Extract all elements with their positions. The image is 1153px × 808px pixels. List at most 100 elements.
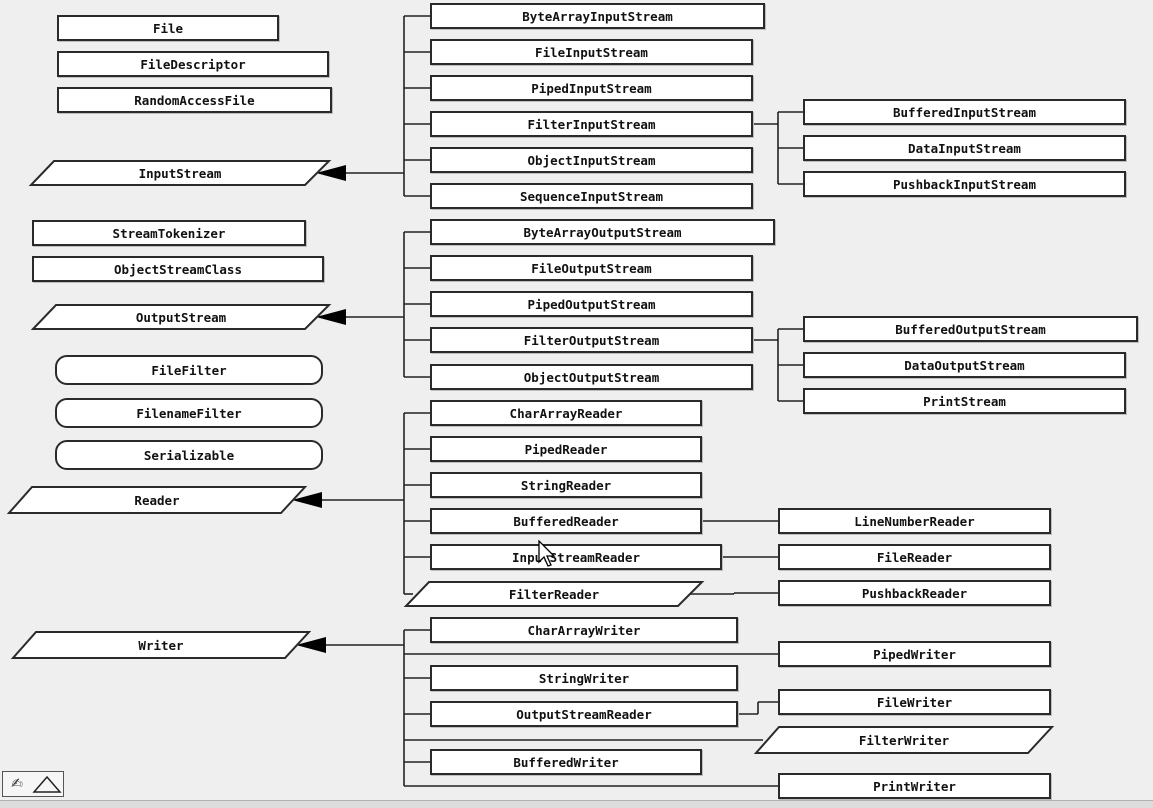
class-object-output-stream[interactable]: ObjectOutputStream [430,364,753,390]
inheritance-arrowhead [296,637,326,653]
class-name-label: ObjectStreamClass [114,261,242,277]
class-byte-array-input-stream[interactable]: ByteArrayInputStream [430,3,765,29]
class-name-label: ByteArrayInputStream [522,8,673,24]
class-data-output-stream[interactable]: DataOutputStream [803,352,1126,378]
class-pushback-reader[interactable]: PushbackReader [778,580,1051,606]
class-name-label: BufferedReader [513,513,619,529]
class-name-label: InputStreamReader [512,549,640,565]
class-name-label: ObjectOutputStream [523,369,660,385]
class-file-reader[interactable]: FileReader [778,544,1051,570]
class-char-array-writer[interactable]: CharArrayWriter [430,617,738,643]
mouse-pointer-icon [538,540,556,567]
class-name-label: OutputStreamReader [516,706,652,722]
class-name-label: StringWriter [538,670,630,686]
class-name-label: PipedInputStream [531,80,652,96]
class-object-input-stream[interactable]: ObjectInputStream [430,147,753,173]
class-data-input-stream[interactable]: DataInputStream [803,135,1126,161]
class-name-label: FilenameFilter [136,405,242,421]
class-name-label: FileWriter [876,694,953,710]
class-name-label: PushbackReader [861,585,968,601]
interface-serializable[interactable]: Serializable [55,440,323,470]
class-name-label: FileInputStream [535,44,648,60]
class-string-reader[interactable]: StringReader [430,472,702,498]
class-buffered-output-stream[interactable]: BufferedOutputStream [803,316,1138,342]
class-name-label: BufferedInputStream [893,104,1036,120]
class-name-label: DataOutputStream [904,357,1025,373]
class-file[interactable]: File [57,15,279,41]
class-random-access-file[interactable]: RandomAccessFile [57,87,332,113]
class-name-label: LineNumberReader [854,513,975,529]
class-piped-reader[interactable]: PipedReader [430,436,702,462]
parallelogram-shape [6,486,308,514]
class-buffered-writer[interactable]: BufferedWriter [430,749,702,775]
class-name-label: CharArrayWriter [527,622,641,638]
class-name-label: FileFilter [151,362,227,378]
parallelogram-shape [30,304,332,330]
class-filter-output-stream[interactable]: FilterOutputStream [430,327,753,353]
class-name-label: PushbackInputStream [893,176,1036,192]
class-name-label: FileReader [876,549,953,565]
class-buffered-input-stream[interactable]: BufferedInputStream [803,99,1126,125]
inheritance-arrowhead [316,165,346,181]
class-name-label: FilterOutputStream [523,332,660,348]
class-input-stream-reader[interactable]: InputStreamReader [430,544,722,570]
class-name-label: DataInputStream [908,140,1021,156]
class-file-descriptor[interactable]: FileDescriptor [57,51,329,77]
class-name-label: CharArrayReader [509,405,623,421]
class-name-label: FilterInputStream [527,116,656,132]
class-name-label: StringReader [520,477,612,493]
parallelogram-shape [28,160,332,186]
class-object-stream-class[interactable]: ObjectStreamClass [32,256,324,282]
class-file-output-stream[interactable]: FileOutputStream [430,255,753,281]
inheritance-arrowhead [316,309,346,325]
class-file-input-stream[interactable]: FileInputStream [430,39,753,65]
class-filter-writer[interactable]: FilterWriter [753,726,1055,754]
class-name-label: PrintWriter [873,778,956,794]
class-output-stream[interactable]: OutputStream [30,304,332,330]
class-stream-tokenizer[interactable]: StreamTokenizer [32,220,306,246]
class-line-number-reader[interactable]: LineNumberReader [778,508,1051,534]
class-piped-writer[interactable]: PipedWriter [778,641,1051,667]
parallelogram-shape [10,631,312,659]
class-filter-reader[interactable]: FilterReader [403,581,705,607]
class-name-label: ByteArrayOutputStream [523,224,682,240]
class-reader[interactable]: Reader [6,486,308,514]
class-print-stream[interactable]: PrintStream [803,388,1126,414]
parallelogram-shape [753,726,1055,754]
class-filter-input-stream[interactable]: FilterInputStream [430,111,753,137]
triangle-shape-icon[interactable] [31,772,63,796]
class-name-label: Serializable [143,447,235,463]
class-name-label: FileDescriptor [140,56,246,72]
drawing-toolbar[interactable]: ✍ [2,771,64,797]
class-byte-array-output-stream[interactable]: ByteArrayOutputStream [430,219,775,245]
class-name-label: StreamTokenizer [112,225,226,241]
class-buffered-reader[interactable]: BufferedReader [430,508,702,534]
draw-tool-icon[interactable]: ✍ [11,776,23,792]
class-file-writer[interactable]: FileWriter [778,689,1051,715]
class-print-writer[interactable]: PrintWriter [778,773,1051,799]
class-char-array-reader[interactable]: CharArrayReader [430,400,702,426]
interface-file-filter[interactable]: FileFilter [55,355,323,385]
interface-filename-filter[interactable]: FilenameFilter [55,398,323,428]
class-writer[interactable]: Writer [10,631,312,659]
inheritance-arrowhead [292,492,322,508]
class-name-label: RandomAccessFile [134,92,255,108]
class-piped-output-stream[interactable]: PipedOutputStream [430,291,753,317]
class-name-label: FileOutputStream [531,260,652,276]
class-name-label: PrintStream [923,393,1006,409]
class-sequence-input-stream[interactable]: SequenceInputStream [430,183,753,209]
class-piped-input-stream[interactable]: PipedInputStream [430,75,753,101]
class-pushback-input-stream[interactable]: PushbackInputStream [803,171,1126,197]
class-output-stream-reader[interactable]: OutputStreamReader [430,701,738,727]
class-name-label: PipedWriter [873,646,956,662]
class-name-label: SequenceInputStream [520,188,663,204]
status-strip [0,800,1153,808]
class-name-label: File [152,20,184,36]
class-name-label: BufferedOutputStream [895,321,1046,337]
parallelogram-shape [403,581,705,607]
class-name-label: BufferedWriter [513,754,619,770]
class-input-stream[interactable]: InputStream [28,160,332,186]
class-string-writer[interactable]: StringWriter [430,665,738,691]
class-name-label: PipedReader [524,441,608,457]
